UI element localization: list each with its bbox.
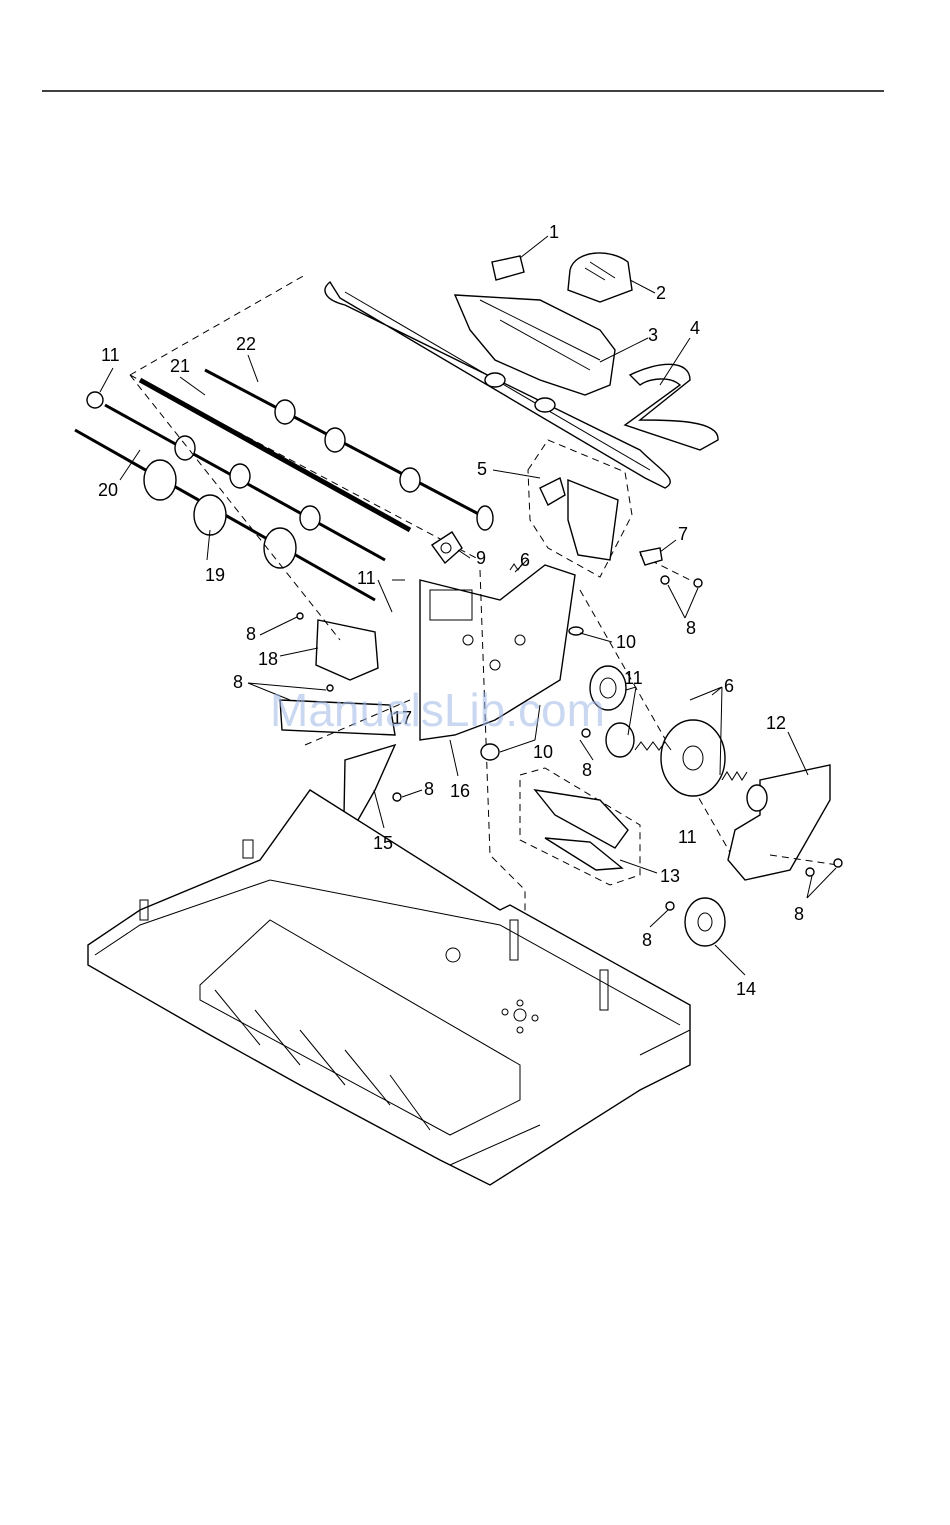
callout-22: 22 <box>236 334 256 354</box>
callout-2: 2 <box>656 283 666 303</box>
callout-12: 12 <box>766 713 786 733</box>
callout-16: 16 <box>450 781 470 801</box>
callout-6a: 6 <box>520 550 530 570</box>
callout-7: 7 <box>678 524 688 544</box>
callout-11b: 11 <box>357 568 376 588</box>
callout-9: 9 <box>476 548 486 568</box>
gear-11-b <box>606 723 634 757</box>
bracket-18 <box>316 620 378 680</box>
callout-8g: 8 <box>642 930 652 950</box>
callout-10b: 10 <box>533 742 553 762</box>
callout-3: 3 <box>648 325 658 345</box>
print-head-2 <box>568 253 632 302</box>
guide-plate-13 <box>535 790 628 870</box>
callout-15: 15 <box>373 833 393 853</box>
gear-14 <box>685 898 725 946</box>
callout-11a: 11 <box>101 345 120 365</box>
gear-11-large <box>661 720 725 796</box>
watermark: ManualsLib.com <box>270 684 605 736</box>
callout-14: 14 <box>736 979 756 999</box>
callout-8c: 8 <box>233 672 243 692</box>
callout-8d: 8 <box>582 760 592 780</box>
gear-small-11-left <box>87 392 103 408</box>
roller-22 <box>205 370 493 530</box>
bracket-9 <box>432 532 462 563</box>
callout-19: 19 <box>205 565 225 585</box>
callout-8f: 8 <box>794 904 804 924</box>
bracket-5 <box>540 478 618 560</box>
cap-1 <box>492 256 524 280</box>
spring-6-b <box>722 772 747 780</box>
clip-7 <box>640 548 662 565</box>
callout-8b: 8 <box>246 624 256 644</box>
callout-8e: 8 <box>424 779 434 799</box>
callout-10a: 10 <box>616 632 636 652</box>
callout-18: 18 <box>258 649 278 669</box>
callout-5: 5 <box>477 459 487 479</box>
callout-20: 20 <box>98 480 118 500</box>
callout-6b: 6 <box>724 676 734 696</box>
callout-1: 1 <box>549 222 559 242</box>
callout-4: 4 <box>690 318 700 338</box>
callout-13: 13 <box>660 866 680 886</box>
callout-8a: 8 <box>686 618 696 638</box>
callout-11d: 11 <box>678 827 697 847</box>
flat-cable-4 <box>625 364 718 450</box>
callout-21: 21 <box>170 356 190 376</box>
side-plate-12 <box>728 765 830 880</box>
callout-11c: 11 <box>624 668 643 688</box>
carriage-3 <box>455 295 615 412</box>
lever-15 <box>344 745 395 820</box>
